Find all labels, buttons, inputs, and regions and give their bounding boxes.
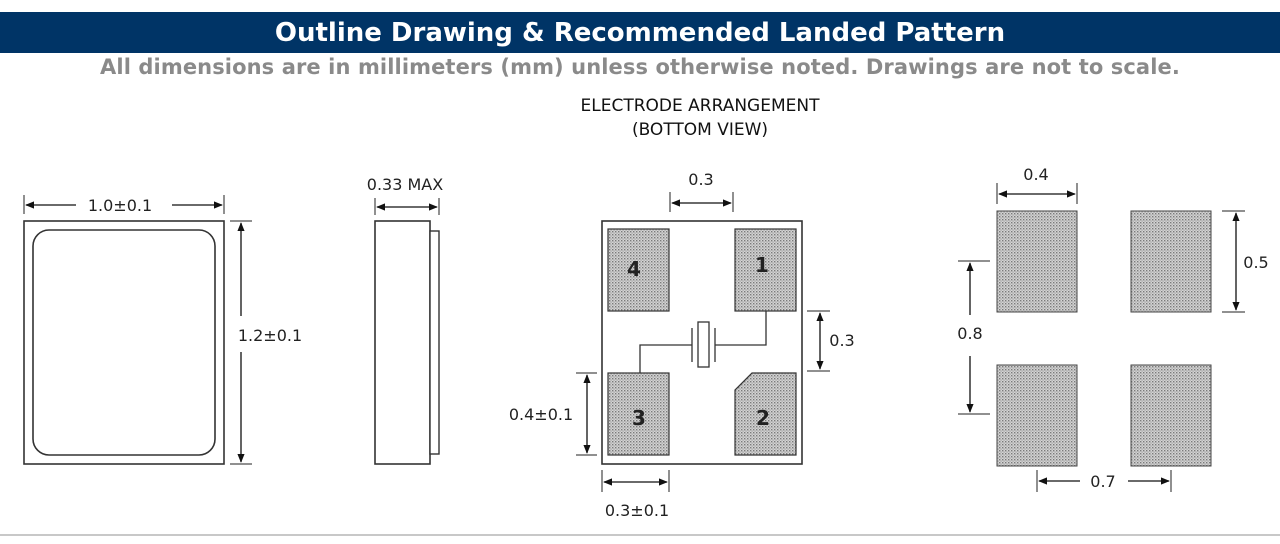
pad-2 xyxy=(734,372,797,456)
bv-pad-bottom-width-label: 0.3±0.1 xyxy=(605,501,669,520)
pad-1 xyxy=(734,228,797,312)
pad-2-label: 2 xyxy=(756,406,770,430)
pad-1-label: 1 xyxy=(755,253,769,277)
top-height-label: 1.2±0.1 xyxy=(238,326,302,345)
pad-3 xyxy=(607,372,670,456)
lp-pad-height-label: 0.5 xyxy=(1243,253,1268,272)
bv-pad-gap-label: 0.3 xyxy=(829,331,854,350)
top-view: 1.0±0.1 1.2±0.1 xyxy=(23,195,302,465)
side-thickness-label: 0.33 MAX xyxy=(367,175,443,194)
pad-4-label: 4 xyxy=(627,257,641,281)
pad-3-label: 3 xyxy=(632,406,646,430)
header-title: Outline Drawing & Recommended Landed Pat… xyxy=(0,12,1280,53)
electrode-arrangement-title: ELECTRODE ARRANGEMENT (BOTTOM VIEW) xyxy=(500,94,900,142)
side-view: 0.33 MAX xyxy=(367,175,443,465)
land-pad-bottom-left xyxy=(996,364,1078,467)
lp-pad-width-label: 0.4 xyxy=(1023,165,1048,184)
electrode-title-line1: ELECTRODE ARRANGEMENT xyxy=(580,96,820,116)
lp-horizontal-gap-label: 0.7 xyxy=(1090,472,1115,491)
land-pad-bottom-right xyxy=(1130,364,1212,467)
bv-pad-width-label: 0.3 xyxy=(688,170,713,189)
pad-4 xyxy=(607,228,670,312)
electrode-title-line2: (BOTTOM VIEW) xyxy=(631,120,769,140)
land-pad-top-right xyxy=(1130,210,1212,313)
top-width-label: 1.0±0.1 xyxy=(88,196,152,215)
bottom-divider xyxy=(0,534,1280,536)
side-view-body xyxy=(374,220,431,465)
lp-vertical-pitch-label: 0.8 xyxy=(957,324,982,343)
top-view-lid xyxy=(32,229,216,456)
crystal-symbol xyxy=(639,311,767,373)
land-pad-top-left xyxy=(996,210,1078,313)
subtitle-note: All dimensions are in millimeters (mm) u… xyxy=(100,55,1180,79)
bv-pad-height-label: 0.4±0.1 xyxy=(509,405,573,424)
land-pattern: 0.4 0.5 0.8 0.7 xyxy=(957,165,1269,492)
bottom-view: 4 1 3 2 0.3 0.3 0.4±0.1 xyxy=(509,170,855,520)
side-view-pad xyxy=(429,230,440,455)
